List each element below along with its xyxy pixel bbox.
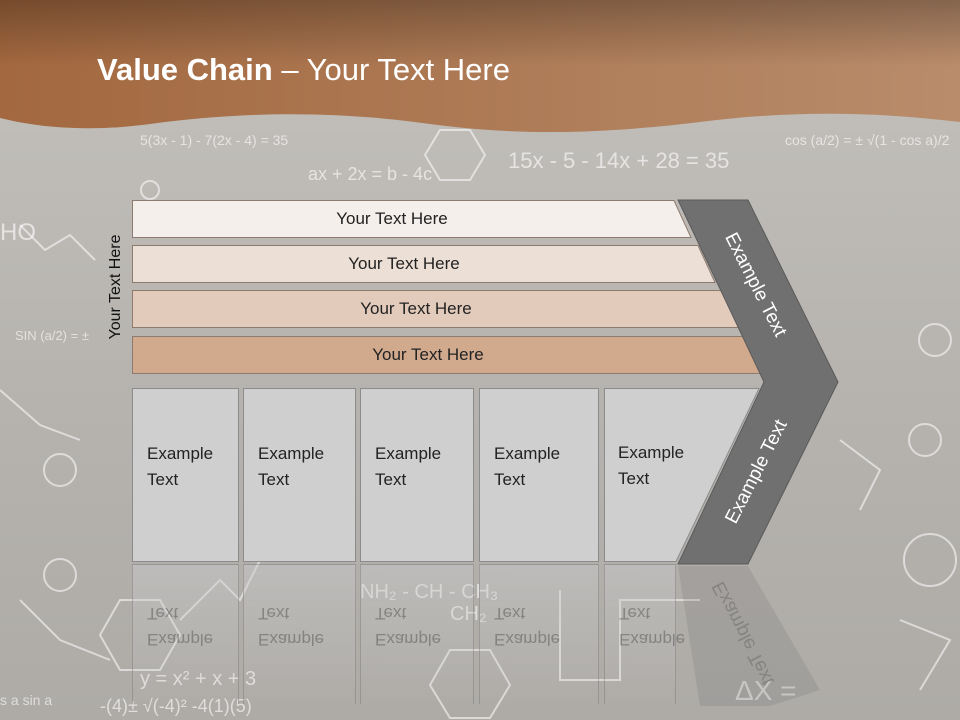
page-title: Value Chain – Your Text Here bbox=[97, 52, 510, 88]
svg-text:HO: HO bbox=[0, 219, 36, 246]
chevron-reflection bbox=[678, 566, 820, 706]
svg-text:cos (a/2) = ± √(1 - cos a)/2: cos (a/2) = ± √(1 - cos a)/2 bbox=[785, 132, 950, 148]
bar-label: Your Text Here bbox=[336, 209, 448, 228]
title-rest: – Your Text Here bbox=[272, 52, 510, 87]
svg-text:ax + 2x = b - 4c: ax + 2x = b - 4c bbox=[308, 164, 432, 184]
svg-text:s a sin a: s a sin a bbox=[0, 692, 52, 708]
svg-text:5(3x - 1) - 7(2x - 4) = 35: 5(3x - 1) - 7(2x - 4) = 35 bbox=[140, 132, 288, 148]
svg-text:ΔX =: ΔX = bbox=[735, 675, 797, 706]
support-bar-2: Your Text Here bbox=[132, 245, 716, 283]
bar-label: Your Text Here bbox=[348, 254, 460, 273]
support-bar-1: Your Text Here bbox=[132, 200, 692, 238]
primary-box-5 bbox=[604, 388, 760, 562]
svg-text:15x - 5 - 14x + 28 = 35: 15x - 5 - 14x + 28 = 35 bbox=[508, 148, 729, 173]
support-bar-4: Your Text Here bbox=[132, 336, 764, 374]
bar-shape bbox=[132, 200, 692, 238]
bar-label: Your Text Here bbox=[372, 345, 484, 364]
support-bar-3: Your Text Here bbox=[132, 290, 740, 328]
bar-label: Your Text Here bbox=[360, 299, 472, 318]
header-banner bbox=[0, 0, 960, 133]
bar-shape bbox=[132, 245, 716, 283]
svg-text:SIN (a/2) = ±: SIN (a/2) = ± bbox=[15, 328, 89, 343]
title-bold: Value Chain bbox=[97, 52, 273, 87]
